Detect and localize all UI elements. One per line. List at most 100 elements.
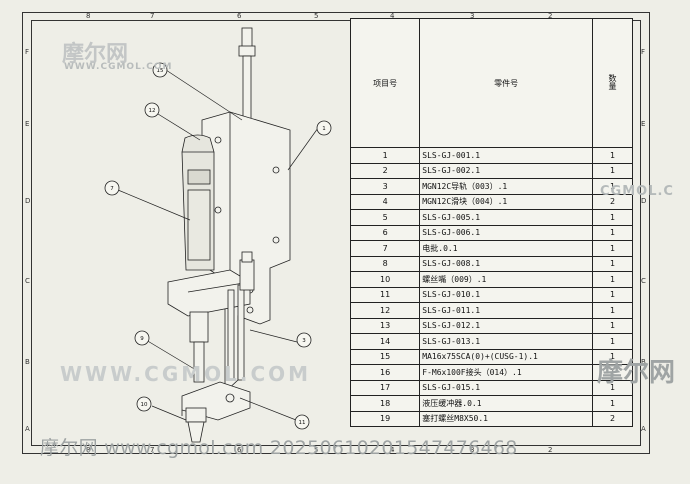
balloon-15: 15 bbox=[157, 68, 164, 74]
bom-header-part-no: 零件号 bbox=[419, 18, 594, 148]
assembly-drawing: 15 12 1 7 3 9 10 11 bbox=[104, 27, 332, 443]
bom-item-no: 14 bbox=[349, 333, 421, 350]
bom-qty: 1 bbox=[592, 333, 633, 350]
bom-part-no: SLS-GJ-010.1 bbox=[419, 286, 594, 303]
watermark-url-top: WWW.CGMOL.COM bbox=[64, 62, 173, 72]
balloon-10: 10 bbox=[141, 402, 148, 408]
bom-part-no: SLS-GJ-001.1 bbox=[419, 147, 594, 164]
bom-item-no: 2 bbox=[349, 162, 421, 179]
bom-qty: 2 bbox=[592, 410, 633, 427]
balloon-11: 11 bbox=[299, 420, 306, 426]
bom-item-no: 5 bbox=[349, 209, 421, 226]
bom-item-no: 16 bbox=[349, 364, 421, 381]
zone-bottom-5: 5 bbox=[314, 446, 319, 454]
bom-part-no: MA16x75SCA(0)+(CUSG-1).1 bbox=[419, 348, 594, 365]
balloon-9: 9 bbox=[140, 336, 144, 342]
bom-item-no: 6 bbox=[349, 224, 421, 241]
bom-header-row: 项目号 零件号 数量 bbox=[349, 18, 633, 148]
bom-item-no: 7 bbox=[349, 240, 421, 257]
balloon-7: 7 bbox=[110, 186, 114, 192]
zone-right-C: C bbox=[641, 277, 646, 285]
bom-item-no: 15 bbox=[349, 348, 421, 365]
zone-right-F: F bbox=[641, 48, 646, 56]
zone-right-B: B bbox=[641, 358, 646, 366]
bom-part-no: SLS-GJ-005.1 bbox=[419, 209, 594, 226]
bom-part-no: SLS-GJ-002.1 bbox=[419, 162, 594, 179]
bom-item-no: 4 bbox=[349, 193, 421, 210]
zone-right-D: D bbox=[641, 197, 647, 205]
bom-qty: 1 bbox=[592, 302, 633, 319]
bom-part-no: SLS-GJ-013.1 bbox=[419, 333, 594, 350]
bom-part-no: MGN12C滑块（004）.1 bbox=[419, 193, 594, 210]
bom-part-no: SLS-GJ-012.1 bbox=[419, 317, 594, 334]
bom-qty: 1 bbox=[592, 271, 633, 288]
bom-qty: 1 bbox=[592, 162, 633, 179]
bom-part-no: 塞打螺丝M8X50.1 bbox=[419, 410, 594, 427]
zone-left-C: C bbox=[25, 277, 30, 285]
bom-qty: 1 bbox=[592, 286, 633, 303]
zone-left-B: B bbox=[25, 358, 30, 366]
bom-qty: 1 bbox=[592, 255, 633, 272]
watermark-logo-top: 摩尔网 bbox=[62, 42, 129, 67]
bom-part-no: MGN12C导轨（003）.1 bbox=[419, 178, 594, 195]
bom-part-no: SLS-GJ-006.1 bbox=[419, 224, 594, 241]
bom-item-no: 19 bbox=[349, 410, 421, 427]
zone-top-3: 3 bbox=[470, 12, 475, 20]
zone-bottom-8: 8 bbox=[86, 446, 91, 454]
watermark-mid: WWW.CGMOL.COM bbox=[60, 362, 312, 386]
zone-bottom-7: 7 bbox=[150, 446, 155, 454]
bom-item-no: 12 bbox=[349, 302, 421, 319]
bom-item-no: 11 bbox=[349, 286, 421, 303]
bom-part-no: SLS-GJ-008.1 bbox=[419, 255, 594, 272]
zone-right-A: A bbox=[641, 425, 646, 433]
bom-part-no: SLS-GJ-015.1 bbox=[419, 379, 594, 396]
bom-qty: 1 bbox=[592, 317, 633, 334]
zone-bottom-2: 2 bbox=[548, 446, 553, 454]
bom-part-no: F-M6x100F接头（014）.1 bbox=[419, 364, 594, 381]
balloon-1: 1 bbox=[322, 126, 326, 132]
bom-header-qty: 数量 bbox=[592, 18, 633, 148]
zone-bottom-6: 6 bbox=[237, 446, 242, 454]
bom-item-no: 13 bbox=[349, 317, 421, 334]
watermark-right-url: CGMOL.C bbox=[600, 184, 674, 199]
zone-top-4: 4 bbox=[390, 12, 395, 20]
bom-item-no: 18 bbox=[349, 395, 421, 412]
watermark-bottom: 摩尔网 www.cgmol.com 20250610201547476468 bbox=[40, 437, 518, 459]
bom-qty: 1 bbox=[592, 224, 633, 241]
bom-header-item-no: 项目号 bbox=[349, 18, 421, 148]
zone-left-E: E bbox=[25, 120, 30, 128]
zone-top-2: 2 bbox=[548, 12, 553, 20]
zone-left-A: A bbox=[25, 425, 30, 433]
zone-top-6: 6 bbox=[237, 12, 242, 20]
inner-frame bbox=[31, 20, 641, 446]
balloon-12: 12 bbox=[149, 108, 156, 114]
zone-top-7: 7 bbox=[150, 12, 155, 20]
zone-bottom-3: 3 bbox=[470, 446, 475, 454]
bom-header-qty-label: 数量 bbox=[608, 74, 617, 90]
zone-right-E: E bbox=[641, 120, 646, 128]
outer-frame bbox=[22, 12, 650, 454]
bom-qty: 1 bbox=[592, 209, 633, 226]
watermark-right-logo: 摩尔网 bbox=[597, 358, 676, 388]
bom-item-no: 1 bbox=[349, 147, 421, 164]
zone-top-8: 8 bbox=[86, 12, 91, 20]
bom-part-no: 液压缓冲器.0.1 bbox=[419, 395, 594, 412]
